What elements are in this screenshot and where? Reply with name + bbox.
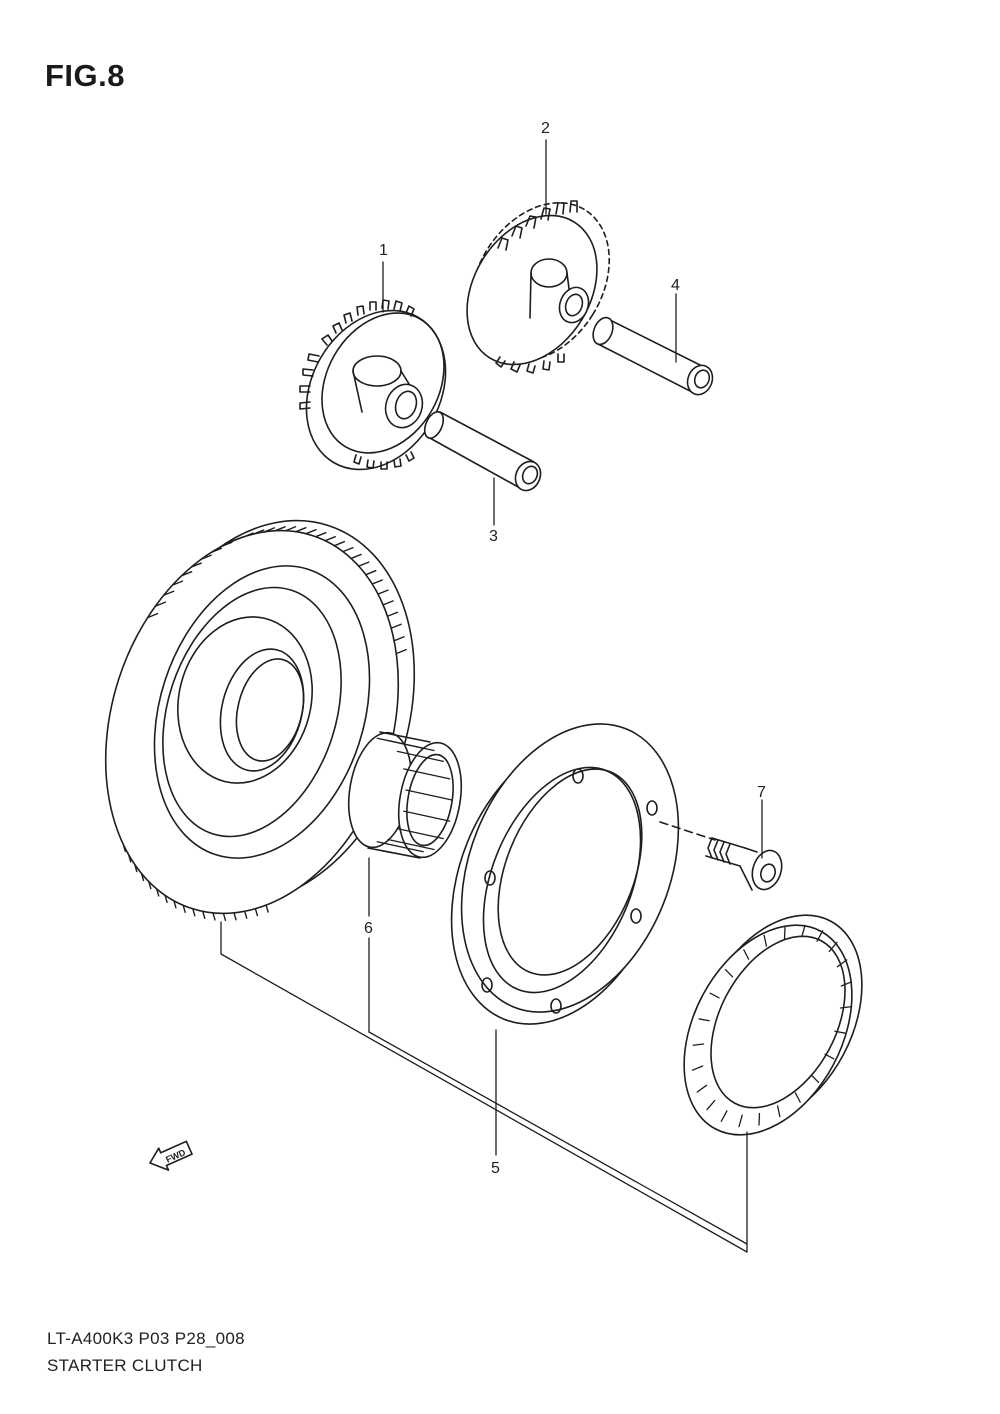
needle-bearing-6 (347, 731, 463, 859)
shaft-3 (423, 411, 542, 492)
bolt-7 (659, 821, 783, 891)
callout-2: 2 (541, 120, 550, 137)
callout-labels: 1 2 3 4 5 6 7 (364, 120, 766, 1177)
callout-4: 4 (671, 277, 680, 294)
idle-gear-1 (299, 299, 447, 471)
callout-7: 7 (757, 784, 766, 801)
callout-3: 3 (489, 528, 498, 545)
callout-6: 6 (364, 920, 373, 937)
figure-title: FIG.8 (45, 58, 126, 93)
starter-driven-gear (104, 519, 416, 922)
idle-gear-2 (466, 200, 611, 374)
leader-lines (220, 139, 763, 1253)
callout-1: 1 (379, 242, 388, 259)
clutch-housing-5 (450, 723, 680, 1025)
fwd-arrow-icon: FWD (149, 1140, 193, 1171)
callout-5: 5 (491, 1160, 500, 1177)
model-code: LT-A400K3 P03 P28_008 (47, 1329, 245, 1348)
one-way-clutch (683, 914, 863, 1136)
section-title: STARTER CLUTCH (47, 1356, 203, 1375)
shaft-4 (592, 316, 714, 396)
